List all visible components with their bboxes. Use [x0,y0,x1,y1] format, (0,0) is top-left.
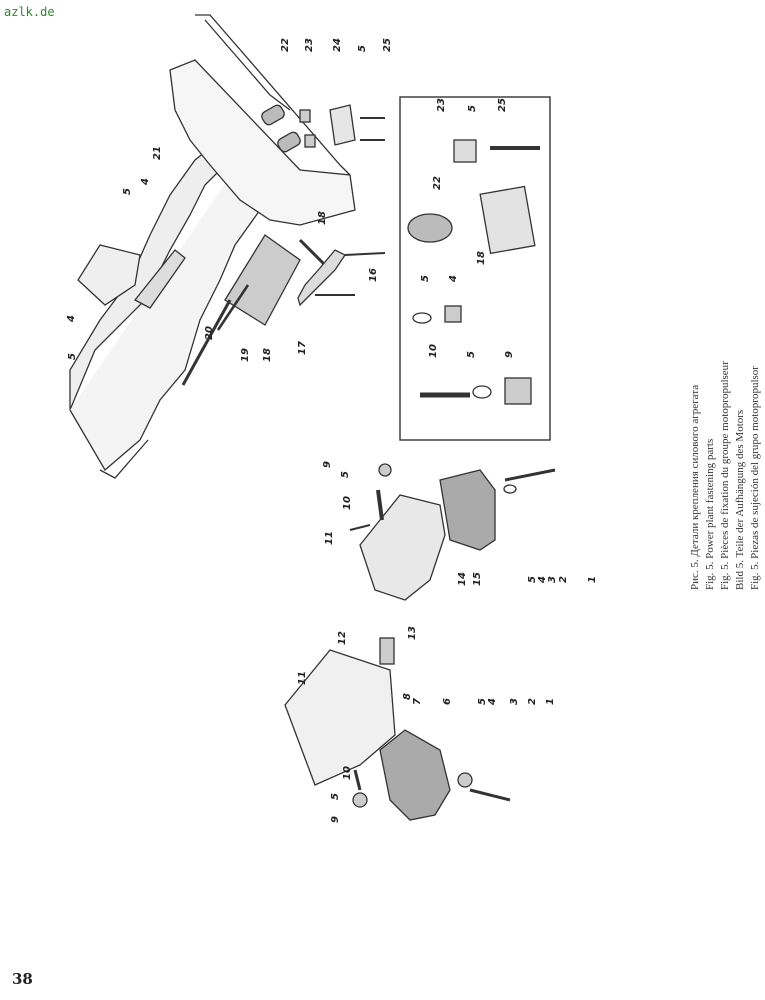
callout-22-top: 22 [280,38,291,52]
rubber-cushion-6 [379,729,451,821]
callout-23-inset: 23 [436,98,447,112]
callout-8: 8 [402,693,413,700]
callout-5-inset-top: 5 [467,105,478,112]
caption-fr: Fig. 5. Pièces de fixation du groupe mot… [719,361,731,590]
callout-4-left: 4 [140,178,151,186]
callout-4-left-b: 4 [66,315,77,323]
callout-5-left-b: 5 [67,353,78,360]
callout-10-inset: 10 [428,344,439,358]
callout-4-mid: 4 [537,576,548,584]
callout-16: 16 [368,268,379,282]
callout-22-inset: 22 [432,176,443,190]
callout-5-bot-b: 5 [330,793,341,800]
callout-5-bot: 5 [477,698,488,705]
callout-12: 12 [337,631,348,645]
callout-15: 15 [472,572,483,586]
callout-18-b: 18 [317,211,328,225]
callout-3-bot: 3 [509,698,520,705]
rubber-cushion-15 [439,469,496,551]
watermark-text: azlk.de [4,5,55,19]
mount-plate-left [77,244,141,306]
callout-24-top: 24 [332,38,343,52]
caption-ru: Рис. 5. Детали крепления силового агрега… [689,384,701,590]
mount-bracket-12 [284,649,396,786]
callout-9-inset: 9 [504,351,515,358]
caption-es: Fig. 5. Piezas de sujeción del grupo mot… [749,366,761,590]
callout-5-inset-b: 5 [466,351,477,358]
callout-7: 7 [412,698,423,705]
figure-caption-block: Рис. 5. Детали крепления силового агрега… [688,361,763,590]
callout-11-mid: 11 [324,531,335,545]
callout-3-mid: 3 [547,576,558,583]
callout-25-top: 25 [382,38,393,52]
callout-4-inset: 4 [448,275,459,283]
callout-1-bot: 1 [545,698,556,705]
callout-13: 13 [407,626,418,640]
callout-5-mid: 5 [340,471,351,478]
rubber-bushing-assembly [224,234,301,326]
callout-18-inset: 18 [476,251,487,265]
callout-5-top: 5 [357,45,368,52]
callout-20: 20 [204,326,215,340]
caption-en: Fig. 5. Power plant fastening parts [704,438,716,590]
callout-18-a: 18 [262,348,273,362]
callout-19: 19 [240,348,251,362]
callout-2-mid: 2 [558,576,569,583]
callout-10-mid: 10 [342,496,353,510]
callout-5-inset-a: 5 [420,275,431,282]
callout-2-bot: 2 [527,698,538,705]
callout-4-bot: 4 [487,698,498,706]
callout-5-mid-b: 5 [527,576,538,583]
page-number: 38 [12,970,33,988]
callout-1-mid: 1 [587,576,598,583]
mount-bracket-14 [359,494,446,601]
callout-9-mid: 9 [322,461,333,468]
slotted-plate [134,249,186,309]
small-bracket-17 [297,249,346,307]
callout-14: 14 [457,572,468,586]
callout-5-left: 5 [122,188,133,195]
callout-23-top: 23 [304,38,315,52]
callout-25-inset: 25 [497,98,508,112]
callout-11-bot: 11 [297,671,308,685]
callout-10-bot: 10 [342,766,353,780]
callout-6: 6 [442,698,453,705]
callout-21: 21 [152,146,163,160]
caption-de: Bild 5. Teile der Aufhängung des Motors [734,409,746,590]
callout-9-bot: 9 [330,816,341,823]
callout-17: 17 [297,341,308,355]
